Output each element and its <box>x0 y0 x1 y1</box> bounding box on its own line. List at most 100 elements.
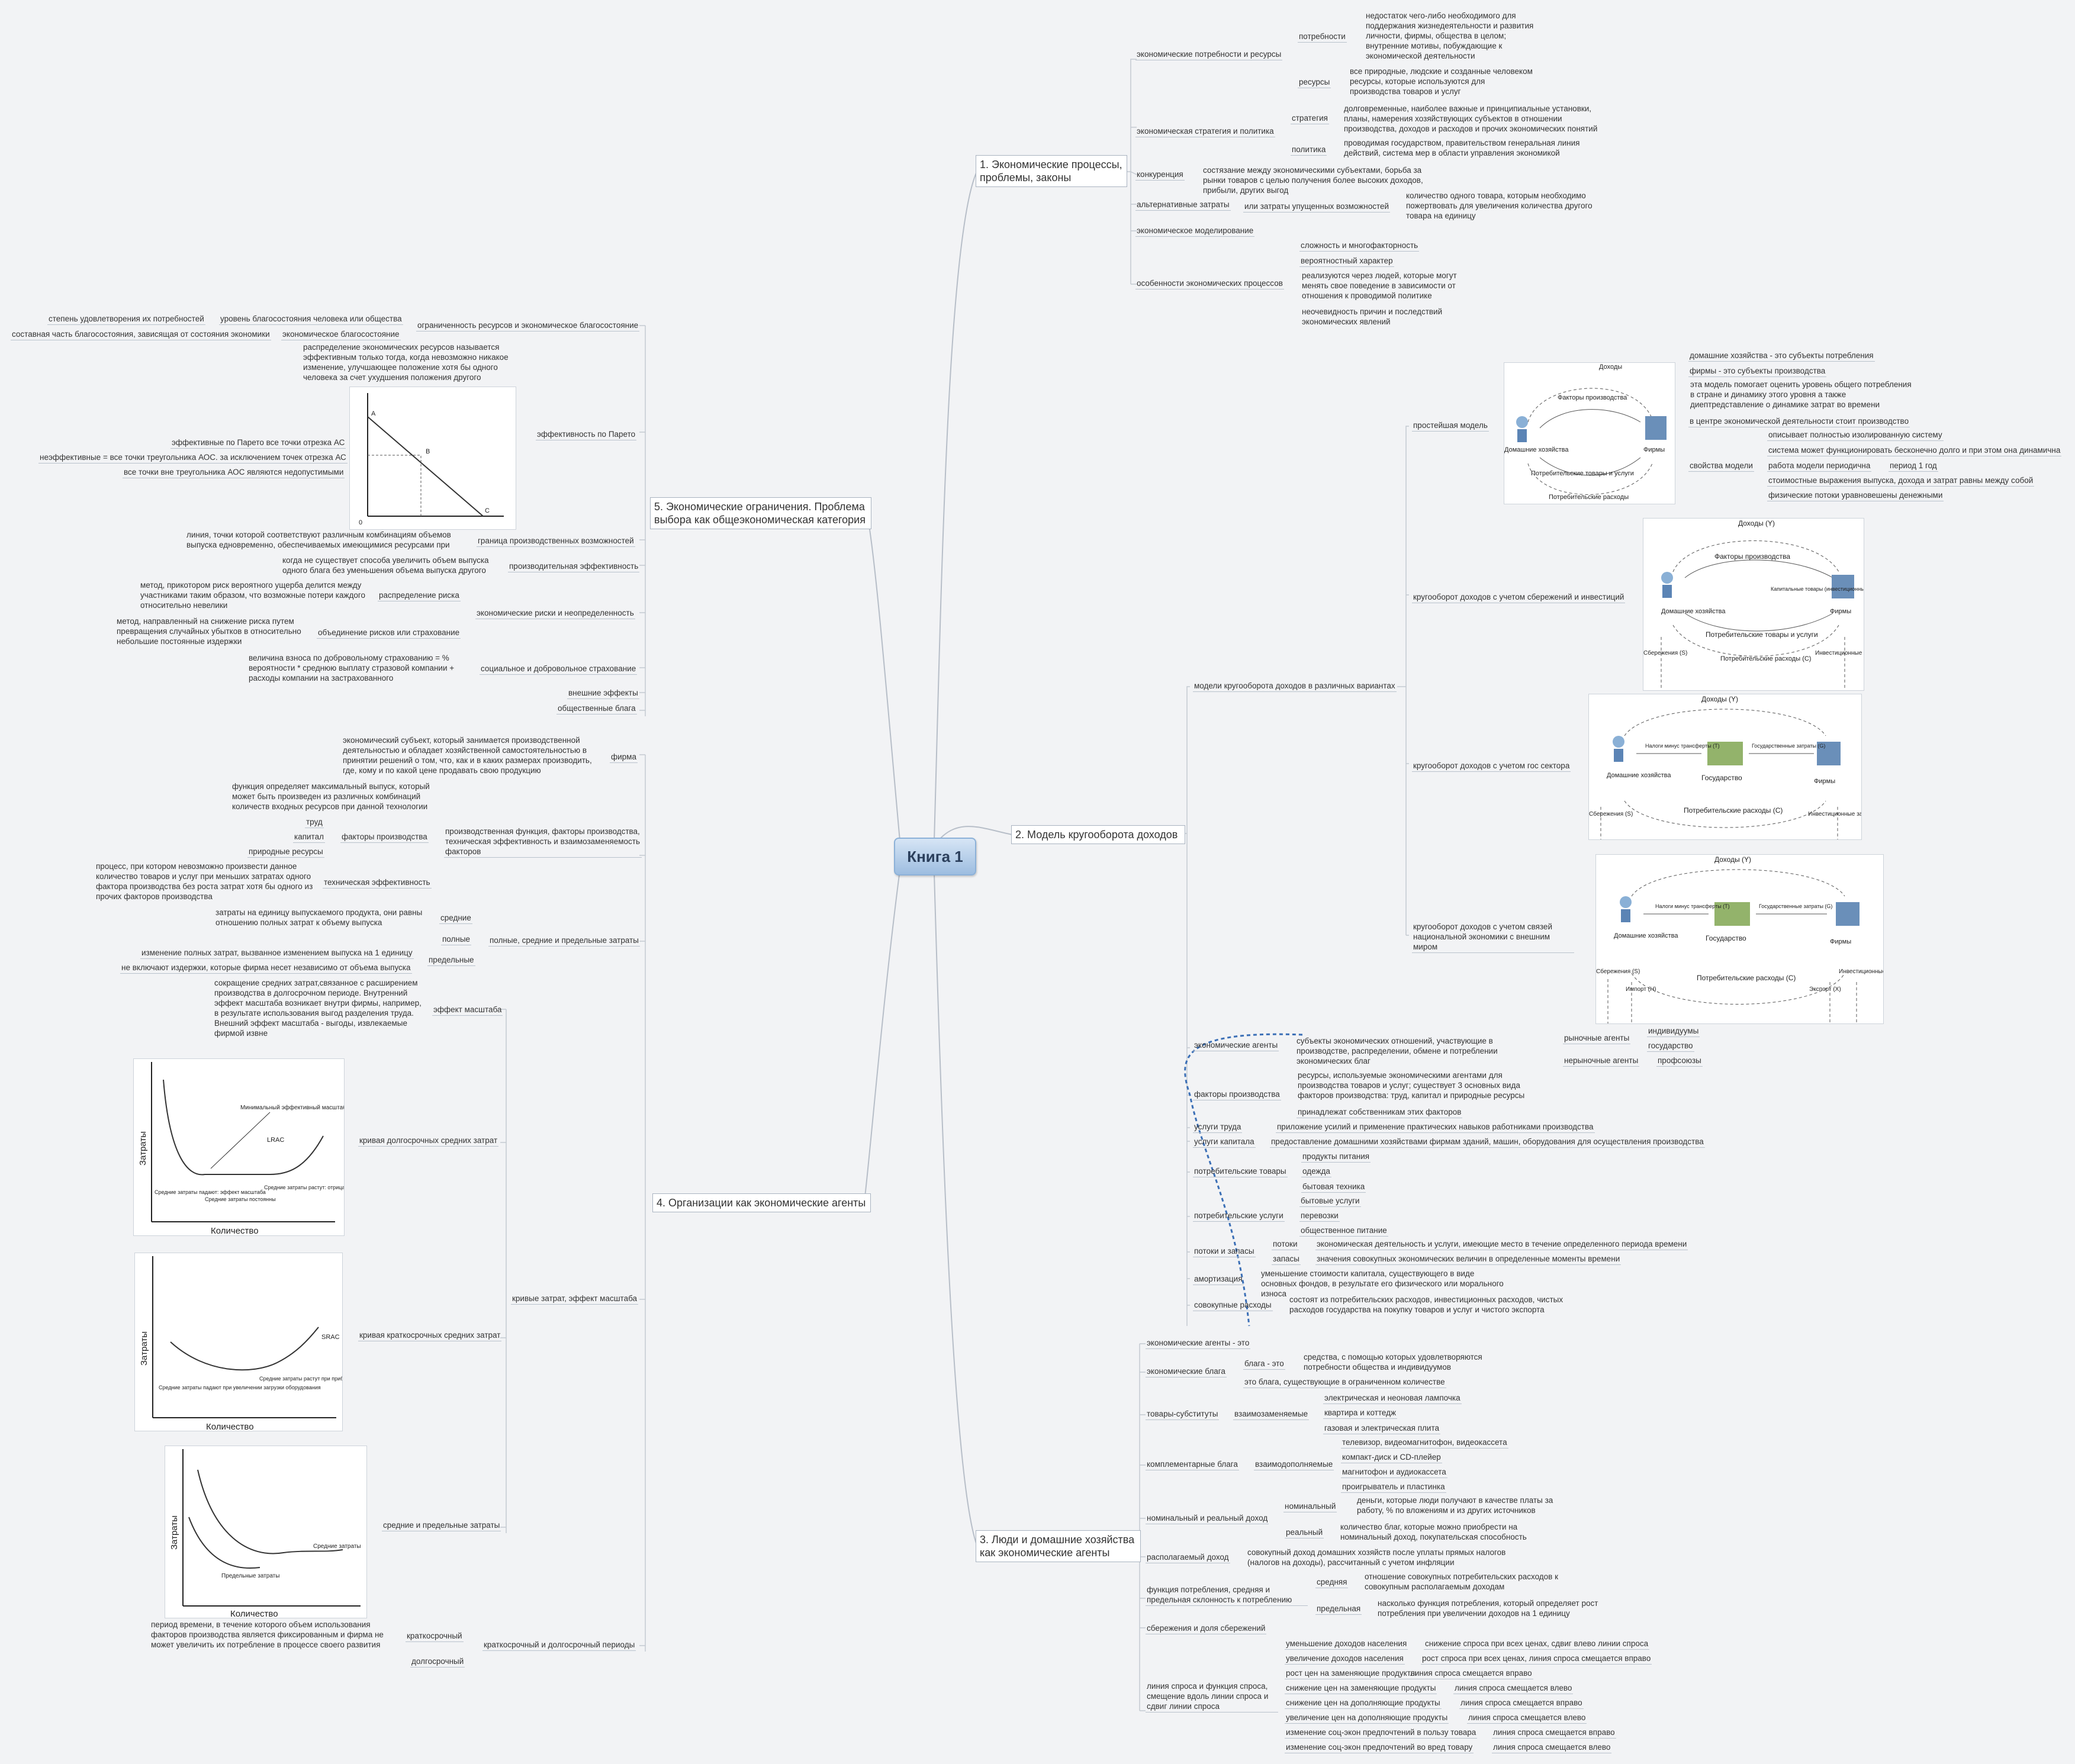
node[interactable]: товары-субституты <box>1146 1409 1220 1420</box>
node[interactable]: услуги капитала <box>1193 1137 1256 1148</box>
node[interactable]: экономические риски и неопределенность <box>475 608 635 619</box>
node[interactable]: государство <box>1647 1041 1694 1052</box>
node[interactable]: общественное питание <box>1299 1225 1388 1237</box>
node[interactable]: значения совокупных экономических величи… <box>1315 1254 1622 1265</box>
node[interactable]: вероятностный характер <box>1299 256 1394 267</box>
branch-5[interactable]: 5. Экономические ограничения. Проблема в… <box>650 497 871 529</box>
node[interactable]: неэффективные = все точки треугольника А… <box>38 452 348 463</box>
node[interactable]: функция потребления, средняя и предельна… <box>1146 1585 1308 1606</box>
demand-effect[interactable]: линия спроса смещается влево <box>1492 1742 1612 1753</box>
node[interactable]: ограниченность ресурсов и экономическое … <box>416 320 640 331</box>
node[interactable]: средняя <box>1315 1577 1349 1588</box>
node[interactable]: свойства модели <box>1688 461 1754 472</box>
node[interactable]: это блага, существующие в ограниченном к… <box>1243 1377 1446 1388</box>
node[interactable]: кругооборот доходов с учетом гос сектора <box>1412 761 1571 772</box>
demand-factor[interactable]: изменение соц-экон предпочтений в пользу… <box>1285 1727 1478 1739</box>
node[interactable]: линия спроса и функция спроса, смещение … <box>1146 1681 1278 1713</box>
demand-factor[interactable]: увеличение цен на дополняющие продукты <box>1285 1713 1449 1724</box>
node[interactable]: фирмы - это субъекты производства <box>1688 366 1827 377</box>
node[interactable]: техническая эффективность <box>323 877 432 889</box>
node[interactable]: кривая долгосрочных средних затрат <box>358 1135 499 1147</box>
node[interactable]: средние <box>439 913 472 924</box>
node[interactable]: описывает полностью изолированную систем… <box>1767 430 1944 441</box>
node[interactable]: природные ресурсы <box>247 846 324 858</box>
node[interactable]: совокупные расходы <box>1193 1300 1273 1311</box>
demand-effect[interactable]: линия спроса смещается вправо <box>1492 1727 1616 1739</box>
node[interactable]: все точки вне треугольника АОС являются … <box>123 467 345 478</box>
node[interactable]: работа модели периодична <box>1767 461 1872 472</box>
node[interactable]: потребности <box>1298 31 1347 43</box>
node[interactable]: стоимостные выражения выпуска, дохода и … <box>1767 475 2035 487</box>
node[interactable]: экономическая деятельность и услуги, име… <box>1315 1239 1688 1250</box>
node[interactable]: профсоюзы <box>1656 1055 1703 1067</box>
node[interactable]: амортизация <box>1193 1274 1244 1285</box>
node[interactable]: распределение риска <box>378 590 461 601</box>
node[interactable]: взаимозаменяемые <box>1233 1409 1310 1420</box>
node[interactable]: политика <box>1291 144 1327 156</box>
node[interactable]: физические потоки уравновешены денежными <box>1767 490 1944 501</box>
node[interactable]: номинальный и реальный доход <box>1146 1513 1269 1524</box>
demand-factor[interactable]: уменьшение доходов населения <box>1285 1639 1408 1650</box>
node[interactable]: производственная функция, факторы произв… <box>444 826 642 858</box>
node[interactable]: предельная <box>1315 1604 1362 1615</box>
node[interactable]: потребительские услуги <box>1193 1211 1285 1222</box>
node[interactable]: потребительские товары <box>1193 1166 1288 1177</box>
node[interactable]: простейшая модель <box>1412 420 1489 432</box>
node[interactable]: или затраты упущенных возможностей <box>1243 201 1391 213</box>
node[interactable]: предельные <box>427 955 475 966</box>
node[interactable]: продукты питания <box>1301 1151 1371 1163</box>
node[interactable]: кривая краткосрочных средних затрат <box>358 1330 502 1341</box>
node[interactable]: газовая и электрическая плита <box>1323 1423 1441 1434</box>
node[interactable]: полные <box>441 934 472 945</box>
node[interactable]: модели кругооборота доходов в различных … <box>1193 681 1397 692</box>
node[interactable]: не включают издержки, которые фирма несе… <box>120 963 412 974</box>
node[interactable]: производительная эффективность <box>508 561 640 572</box>
node[interactable]: кругооборот доходов с учетом связей наци… <box>1412 922 1574 953</box>
node[interactable]: комплементарные блага <box>1146 1459 1239 1470</box>
node[interactable]: рыночные агенты <box>1563 1033 1631 1044</box>
node[interactable]: проигрыватель и пластинка <box>1341 1482 1446 1493</box>
node[interactable]: внешние эффекты <box>567 688 639 699</box>
node[interactable]: ресурсы <box>1298 77 1331 88</box>
node[interactable]: реальный <box>1285 1527 1324 1538</box>
demand-effect[interactable]: линия спроса смещается влево <box>1467 1713 1587 1724</box>
node[interactable]: общественные блага <box>556 703 637 714</box>
node[interactable]: экономические потребности и ресурсы <box>1135 49 1283 60</box>
node[interactable]: фирма <box>610 752 638 763</box>
node[interactable]: сложность и многофакторность <box>1299 240 1420 252</box>
node[interactable]: краткосрочный и долгосрочный периоды <box>482 1640 636 1651</box>
node[interactable]: перевозки <box>1299 1211 1340 1222</box>
node[interactable]: альтернативные затраты <box>1135 199 1231 211</box>
node[interactable]: экономические агенты <box>1193 1040 1279 1051</box>
node[interactable]: период 1 год <box>1889 461 1938 472</box>
node[interactable]: граница производственных возможностей <box>477 536 635 547</box>
node[interactable]: потоки <box>1272 1239 1299 1250</box>
node[interactable]: система может функционировать бесконечно… <box>1767 445 2062 456</box>
branch-4[interactable]: 4. Организации как экономические агенты <box>652 1193 871 1212</box>
node[interactable]: экономические агенты - это <box>1146 1338 1251 1349</box>
demand-effect[interactable]: линия спроса смещается вправо <box>1459 1698 1584 1709</box>
node[interactable]: сбережения и доля сбережений <box>1146 1623 1267 1634</box>
node[interactable]: эффект масштаба <box>432 1005 503 1016</box>
node[interactable]: социальное и добровольное страхование <box>480 664 638 675</box>
demand-factor[interactable]: рост цен на заменяющие продукты <box>1285 1668 1418 1679</box>
node[interactable]: эффективность по Парето <box>536 429 637 440</box>
node[interactable]: электрическая и неоновая лампочка <box>1323 1393 1462 1404</box>
node[interactable]: в центре экономической деятельности стои… <box>1688 416 1910 427</box>
node[interactable]: домашние хозяйства - это субъекты потреб… <box>1688 350 1875 362</box>
node[interactable]: бытовые услуги <box>1299 1196 1361 1207</box>
demand-effect[interactable]: линия спроса смещается влево <box>1453 1683 1574 1694</box>
node[interactable]: краткосрочный <box>406 1631 464 1642</box>
node[interactable]: средние и предельные затраты <box>382 1520 501 1531</box>
node[interactable]: взаимодополняемые <box>1254 1459 1334 1470</box>
node[interactable]: индивидуумы <box>1647 1026 1700 1037</box>
node[interactable]: блага - это <box>1243 1359 1285 1370</box>
node[interactable]: долгосрочный <box>410 1656 465 1668</box>
node[interactable]: капитал <box>293 832 325 843</box>
node[interactable]: экономическое благосостояние <box>281 329 401 340</box>
node[interactable]: принадлежат собственникам этих факторов <box>1297 1107 1463 1118</box>
node[interactable]: составная часть благосостояния, зависяща… <box>11 329 271 340</box>
node[interactable]: потоки и запасы <box>1193 1246 1256 1257</box>
node[interactable]: изменение полных затрат, вызванное измен… <box>140 948 414 959</box>
node[interactable]: труд <box>305 817 324 828</box>
